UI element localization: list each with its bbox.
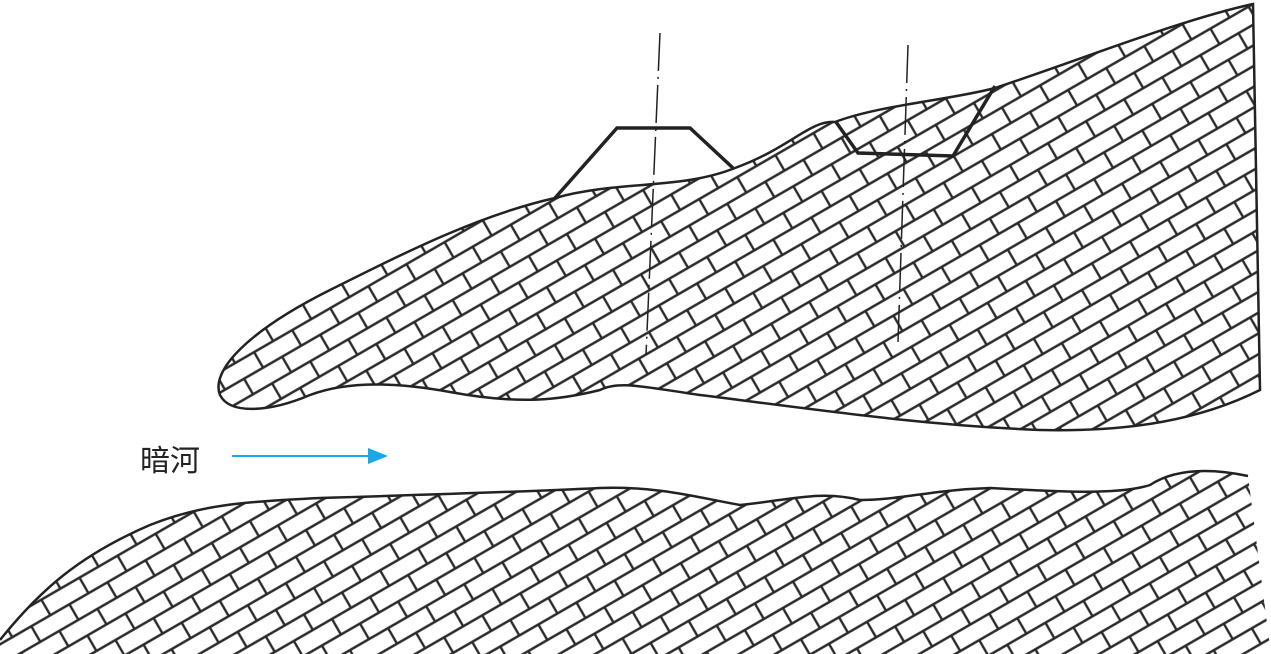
cut-section xyxy=(834,85,997,158)
lower-limestone-surface xyxy=(0,469,1249,641)
lower-limestone-mass xyxy=(0,470,1271,654)
upper-limestone-mass xyxy=(217,2,1262,432)
centerline-right xyxy=(897,44,909,343)
centerline-left xyxy=(645,32,661,356)
embankment-fill xyxy=(553,126,735,200)
underground-river-label: 暗河 xyxy=(140,444,200,479)
